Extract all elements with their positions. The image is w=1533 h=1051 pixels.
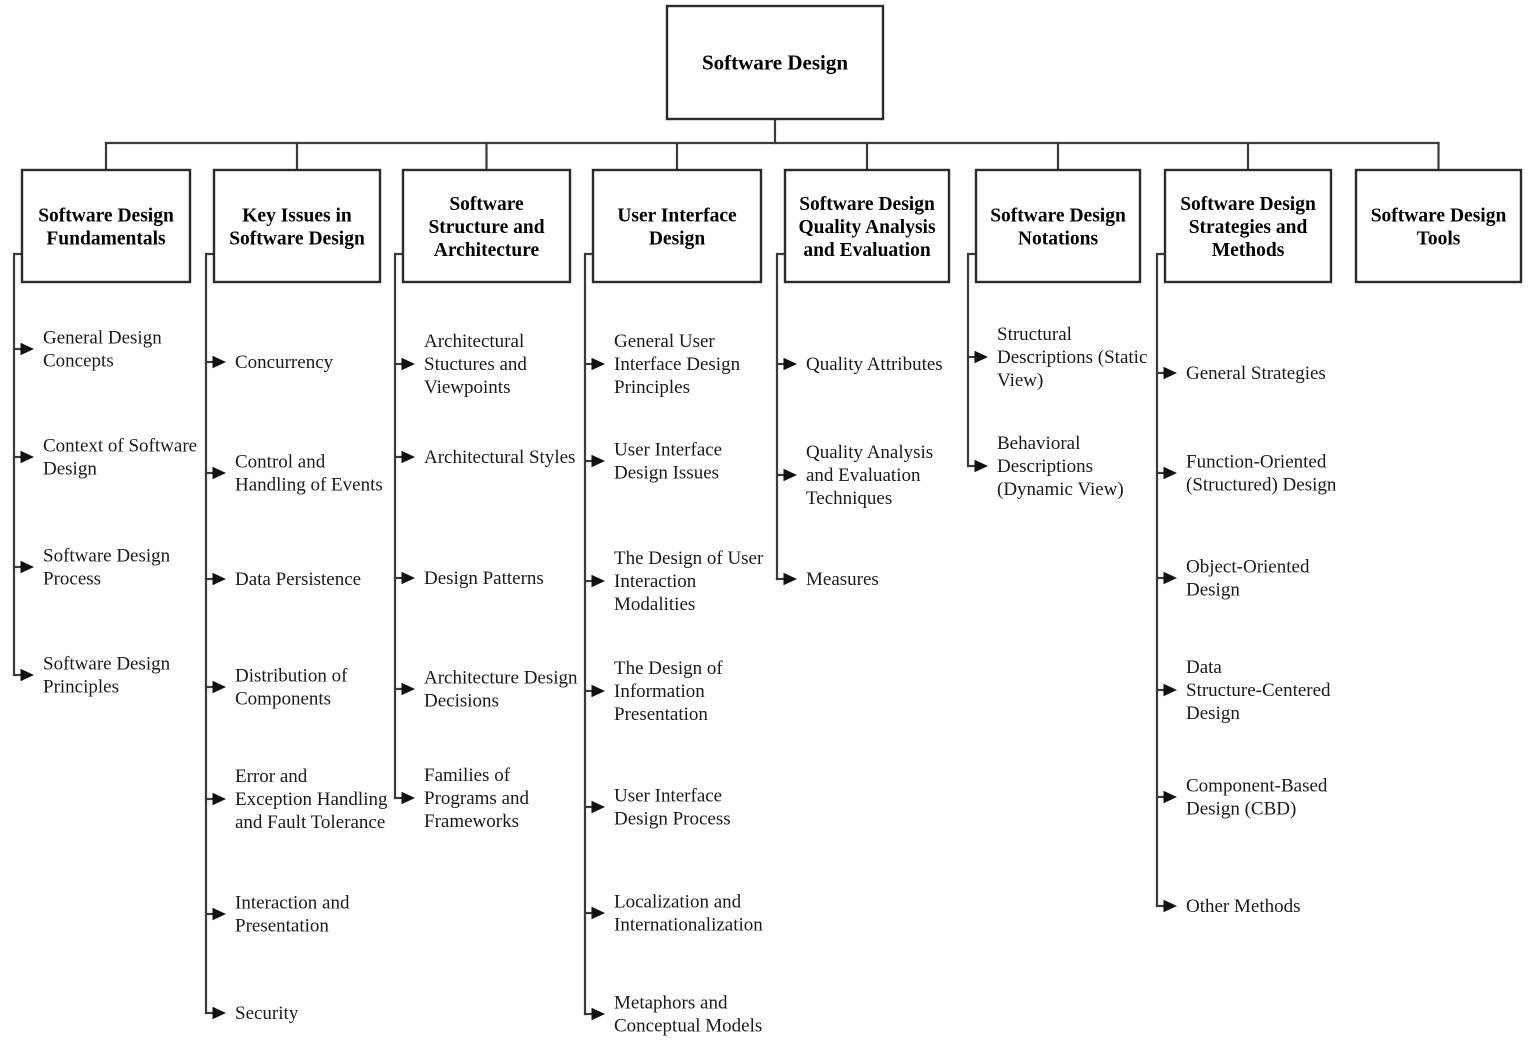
leaf-arrow-icon-3-4 [401,682,415,696]
leaf-arrow-icon-6-1 [974,350,988,364]
child-spine-6 [966,252,978,468]
category-box-7[interactable] [1163,168,1333,284]
leaf-arrow-icon-7-6 [1163,899,1177,913]
leaf-label-5-3: Measures [806,569,879,590]
leaf-arrow-icon-5-3 [783,572,797,586]
leaf-arrow-icon-2-1 [212,355,226,369]
category-box-4[interactable] [591,168,763,284]
leaf-label-7-2: Function-Oriented(Structured) Design [1186,452,1337,496]
leaf-arrow-icon-2-2 [212,466,226,480]
leaf-arrow-icon-4-5 [591,800,605,814]
leaf-arrow-icon-1-2 [20,450,34,464]
leaf-arrow-icon-7-4 [1163,683,1177,697]
leaf-arrow-icon-3-3 [401,571,415,585]
leaf-arrow-icon-4-6 [591,906,605,920]
child-spine-7 [1155,252,1167,908]
leaf-arrow-icon-2-3 [212,572,226,586]
leaf-arrow-icon-4-2 [591,454,605,468]
leaf-arrow-icon-4-3 [591,574,605,588]
leaf-arrow-icon-2-4 [212,680,226,694]
leaf-arrow-icon-4-4 [591,684,605,698]
leaf-arrow-icon-2-6 [212,907,226,921]
leaf-arrow-icon-7-1 [1163,366,1177,380]
connectors-layer [12,117,1440,1021]
leaf-arrow-icon-6-2 [974,459,988,473]
child-spine-5 [775,252,787,581]
leaf-label-5-1: Quality Attributes [806,354,943,375]
leaf-arrow-icon-3-2 [401,450,415,464]
leaf-arrow-icon-4-1 [591,357,605,371]
root-node-box[interactable] [665,4,885,121]
category-box-3[interactable] [401,168,572,284]
category-box-5[interactable] [783,168,951,284]
leaf-arrow-icon-2-7 [212,1006,226,1020]
category-box-8[interactable] [1354,168,1523,284]
leaf-arrow-icon-1-1 [20,342,34,356]
leaf-arrow-icon-1-3 [20,560,34,574]
leaf-arrow-icon-7-3 [1163,571,1177,585]
leaf-arrow-icon-3-1 [401,357,415,371]
leaf-arrow-icon-3-5 [401,791,415,805]
leaf-label-7-1: General Strategies [1186,363,1326,384]
child-spine-3 [393,252,405,800]
leaf-label-2-3: Data Persistence [235,569,361,590]
leaf-label-2-1: Concurrency [235,352,334,373]
leaf-arrow-icon-2-5 [212,792,226,806]
category-box-6[interactable] [974,168,1142,284]
child-spine-2 [204,252,216,1015]
leaf-arrow-icon-7-2 [1163,466,1177,480]
category-box-1[interactable] [20,168,192,284]
leaf-arrow-icon-5-2 [783,468,797,482]
child-spine-1 [12,252,24,677]
leaf-label-7-6: Other Methods [1186,896,1301,917]
category-box-2[interactable] [212,168,382,284]
leaf-label-2-7: Security [235,1003,299,1024]
leaf-arrow-icon-4-7 [591,1007,605,1021]
leaf-label-3-3: Design Patterns [424,568,544,589]
leaf-arrow-icon-7-5 [1163,790,1177,804]
root-node-label: Software Design [702,51,848,75]
leaf-arrow-icon-1-4 [20,668,34,682]
leaf-label-3-2: Architectural Styles [424,447,575,468]
leaf-arrow-icon-5-1 [783,357,797,371]
child-spine-4 [583,252,595,1016]
